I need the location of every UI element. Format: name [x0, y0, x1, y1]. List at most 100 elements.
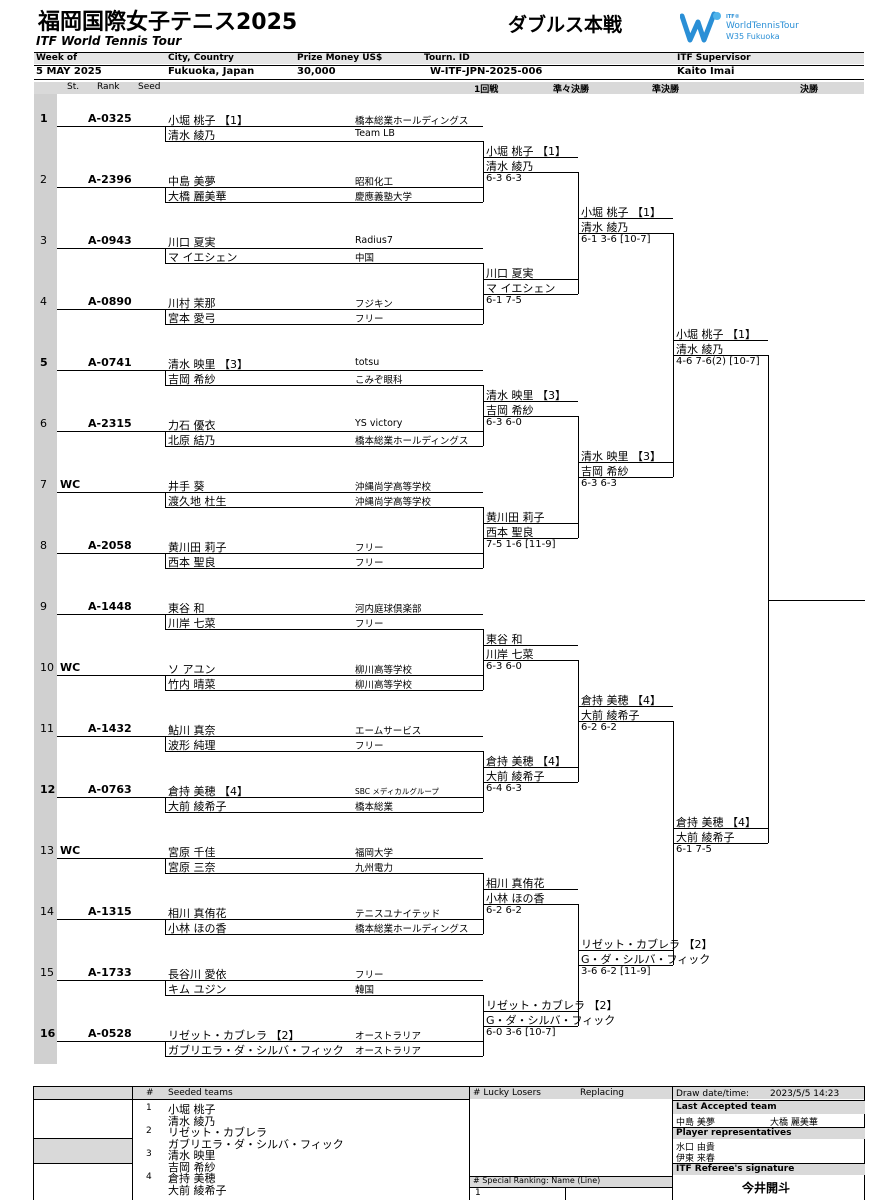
- player-2-club: 橋本総業: [355, 802, 394, 813]
- player-1-name: 東谷 和: [168, 602, 205, 615]
- player-2-name: 大橋 麗美華: [168, 190, 227, 203]
- winner-line: [578, 218, 673, 219]
- entry-divider: [165, 736, 166, 751]
- col-st: St.: [67, 82, 80, 92]
- entry-divider: [165, 919, 166, 934]
- player-1-name: 鮎川 真奈: [168, 724, 216, 737]
- entry-status: WC: [60, 844, 81, 857]
- winner-line: [483, 645, 578, 646]
- draw-date-label: Draw date/time:: [676, 1089, 750, 1099]
- seeded-teams-label: Seeded teams: [168, 1088, 233, 1098]
- bracket-connector: [483, 385, 484, 446]
- winner-player-2: 清水 綾乃: [581, 221, 629, 234]
- winner-player-1: 小堀 桃子 【1】: [676, 328, 756, 341]
- match-score: 6-2 6-2: [581, 722, 617, 733]
- ranking-id: A-1432: [88, 722, 132, 735]
- champion-line: [768, 600, 865, 601]
- player-1-club: 柳川高等学校: [355, 665, 413, 676]
- player-2-club: 中国: [355, 253, 375, 264]
- bracket-connector: [483, 629, 484, 690]
- seed-number: 1: [146, 1103, 152, 1113]
- entry-line: [165, 324, 483, 325]
- match-score: 6-3 6-0: [486, 417, 522, 428]
- last-accepted-a: 中島 美夢: [676, 1118, 715, 1128]
- player-2-name: 波形 純理: [168, 739, 216, 752]
- draw-position: 6: [40, 417, 47, 430]
- seed-player-1: リゼット・カブレラ: [168, 1126, 267, 1139]
- winner-player-2: 清水 綾乃: [486, 160, 534, 173]
- match-score: 6-2 6-2: [486, 905, 522, 916]
- player-2-name: 川岸 七菜: [168, 617, 216, 630]
- draw-position: 11: [40, 722, 54, 735]
- ranking-id: A-1448: [88, 600, 132, 613]
- entry-line: [57, 858, 483, 859]
- seed-number: 2: [146, 1126, 152, 1136]
- player-2-name: 渡久地 杜生: [168, 495, 227, 508]
- winner-player-2: 大前 綾希子: [676, 831, 735, 844]
- winner-line: [483, 538, 578, 539]
- bracket-connector: [483, 263, 484, 324]
- city-value: Fukuoka, Japan: [168, 66, 255, 77]
- winner-player-2: G・ダ・シルバ・フィック: [486, 1014, 616, 1027]
- entry-divider: [165, 309, 166, 324]
- tour-subtitle: ITF World Tennis Tour: [36, 34, 182, 48]
- player-rep-label: Player representatives: [676, 1128, 792, 1138]
- draw-position: 10: [40, 661, 54, 674]
- entry-line: [165, 812, 483, 813]
- winner-player-1: 東谷 和: [486, 633, 523, 646]
- player-1-name: 力石 優衣: [168, 419, 216, 432]
- lucky-losers-label: # Lucky Losers: [473, 1088, 541, 1098]
- seed-player-1: 清水 映里: [168, 1149, 216, 1162]
- entry-line: [57, 675, 483, 676]
- draw-position: 8: [40, 539, 47, 552]
- entry-line: [57, 370, 483, 371]
- winner-player-1: 倉持 美穂 【4】: [676, 816, 756, 829]
- player-2-club: 慶應義塾大学: [355, 192, 413, 203]
- player-1-name: 長谷川 愛依: [168, 968, 227, 981]
- winner-player-1: 倉持 美穂 【4】: [581, 694, 661, 707]
- winner-line: [483, 904, 578, 905]
- player-1-club: 福岡大学: [355, 848, 394, 859]
- winner-player-2: G・ダ・シルバ・フィック: [581, 953, 711, 966]
- player-2-club: フリー: [355, 558, 384, 569]
- prize-value: 30,000: [297, 66, 336, 77]
- match-score: 6-1 3-6 [10-7]: [581, 234, 651, 245]
- player-rep-1: 水口 由貴: [676, 1143, 715, 1153]
- entry-line: [57, 614, 483, 615]
- match-score: 6-0 3-6 [10-7]: [486, 1027, 556, 1038]
- col-rank: Rank: [97, 82, 120, 92]
- match-score: 7-5 1-6 [11-9]: [486, 539, 556, 550]
- entry-divider: [165, 858, 166, 873]
- referee-signature: 今井開斗: [742, 1181, 791, 1195]
- bracket-connector: [483, 873, 484, 934]
- entry-line: [165, 202, 483, 203]
- col-final: 決勝: [800, 85, 819, 95]
- match-score: 6-1 7-5: [676, 844, 712, 855]
- last-accepted-label: Last Accepted team: [676, 1102, 777, 1112]
- draw-position: 7: [40, 478, 47, 491]
- ranking-id: A-2315: [88, 417, 132, 430]
- seed-player-2: ガブリエラ・ダ・シルバ・フィック: [168, 1138, 344, 1151]
- player-1-club: SBC メディカルグループ: [355, 787, 439, 796]
- itf-wtt-logo: ITF® WorldTennisTour W35 Fukuoka: [680, 10, 800, 46]
- entry-line: [57, 248, 483, 249]
- seed-number: 4: [146, 1172, 152, 1182]
- supervisor-label: ITF Supervisor: [677, 53, 751, 63]
- winner-line: [578, 965, 673, 966]
- winner-line: [483, 767, 578, 768]
- entry-line: [57, 309, 483, 310]
- winner-line: [483, 401, 578, 402]
- ranking-id: A-1315: [88, 905, 132, 918]
- player-2-name: 宮本 愛弓: [168, 312, 216, 325]
- bracket-connector: [483, 507, 484, 568]
- ranking-id: A-1733: [88, 966, 132, 979]
- player-1-club: Radius7: [355, 235, 393, 246]
- winner-player-1: リゼット・カブレラ 【2】: [486, 999, 618, 1012]
- player-1-name: 倉持 美穂 【4】: [168, 785, 248, 798]
- player-1-club: フリー: [355, 970, 384, 981]
- player-1-name: 川口 夏実: [168, 236, 216, 249]
- winner-player-2: 小林 ほの香: [486, 892, 545, 905]
- entry-divider: [165, 431, 166, 446]
- player-2-name: 吉岡 希紗: [168, 373, 216, 386]
